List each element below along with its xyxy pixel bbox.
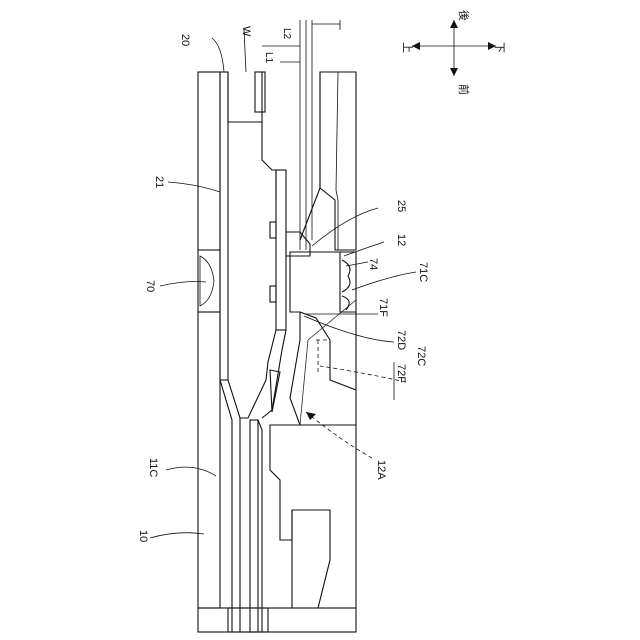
reference-labels: W 20 21 70 11C 10 25 12 74 71C 71F 72D 7… <box>137 26 429 542</box>
direction-compass: 上 下 後 前 <box>401 10 506 95</box>
retainer-block-12 <box>290 252 356 425</box>
wire-w <box>228 72 265 122</box>
seal-ring-70 <box>198 250 220 312</box>
terminal-lower-strip <box>250 420 262 632</box>
label-71f: 71F <box>377 298 389 317</box>
direction-front: 前 <box>457 84 471 95</box>
label-71c: 71C <box>417 262 429 282</box>
label-25: 25 <box>395 200 407 212</box>
label-74: 74 <box>367 258 379 270</box>
label-l1: L1 <box>263 52 274 64</box>
label-12: 12 <box>395 234 407 246</box>
terminal-plate-21 <box>220 72 240 632</box>
housing-right-upper <box>300 72 356 250</box>
label-12a: 12A <box>375 460 387 480</box>
label-11c: 11C <box>147 458 159 477</box>
label-72d: 72D <box>395 330 407 350</box>
direction-down: 下 <box>493 42 506 53</box>
label-72f: 72F <box>395 364 407 383</box>
housing-base <box>198 608 356 632</box>
label-21: 21 <box>153 176 165 188</box>
direction-back: 後 <box>457 10 471 21</box>
label-70: 70 <box>144 280 156 292</box>
label-72c: 72C <box>415 346 427 366</box>
label-w: W <box>240 26 252 37</box>
terminal-body <box>240 122 286 418</box>
label-10: 10 <box>137 530 149 542</box>
label-l2: L2 <box>281 28 292 40</box>
housing-left-wall <box>198 72 220 608</box>
label-20: 20 <box>179 34 191 46</box>
direction-up: 上 <box>401 42 414 53</box>
